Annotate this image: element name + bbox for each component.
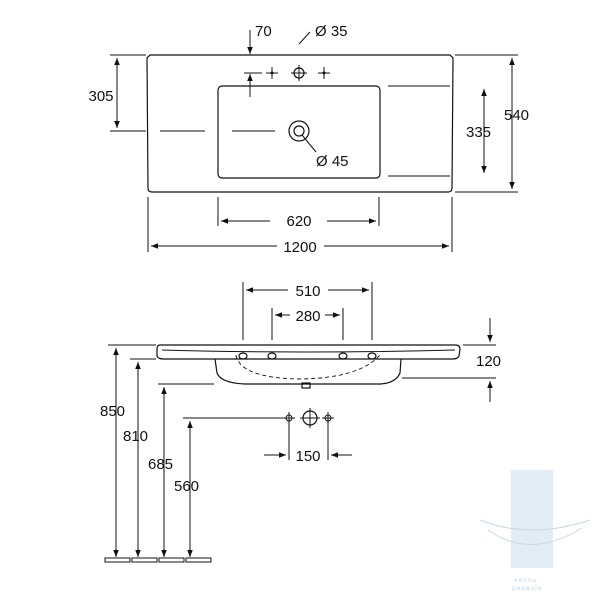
watermark-line1: vennu <box>514 577 538 584</box>
dim-540-label: 540 <box>504 107 529 124</box>
countertop-profile <box>156 344 461 360</box>
watermark-line2: pesaule <box>512 585 542 592</box>
tap-hole-center <box>291 65 307 81</box>
dim-1200-label: 1200 <box>283 239 316 256</box>
dim-850-label: 850 <box>100 403 125 420</box>
waste-fixing-center <box>300 408 320 428</box>
bowl-outline <box>217 85 381 179</box>
dim-810-label: 810 <box>123 428 148 445</box>
d35-leader <box>298 31 311 45</box>
dim-d45-label: Ø 45 <box>316 153 349 170</box>
dim-685-label: 685 <box>148 456 173 473</box>
tap-hole-profiles <box>238 352 377 360</box>
top-view: 70 Ø 35 305 540 335 Ø 45 620 1200 <box>88 23 529 256</box>
dim-305-label: 305 <box>88 88 113 105</box>
dim-70-label: 70 <box>255 23 272 40</box>
dim-620-label: 620 <box>286 213 311 230</box>
waste-fixing-left <box>283 412 295 424</box>
drain-stub <box>301 382 311 389</box>
basin-outline <box>146 54 454 193</box>
watermark: vennu pesaule <box>479 470 591 592</box>
tap-hole-left <box>266 67 278 79</box>
bowl-profile <box>214 358 402 385</box>
dim-150-label: 150 <box>295 448 320 465</box>
dim-335-label: 335 <box>466 124 491 141</box>
waste-fixing-right <box>322 412 334 424</box>
bowl-inner-dashed <box>235 354 381 380</box>
dim-560-label: 560 <box>174 478 199 495</box>
watermark-swoosh <box>479 519 591 531</box>
drain-outer <box>288 120 310 142</box>
side-view: 510 280 120 <box>100 282 501 563</box>
dim-120-label: 120 <box>476 353 501 370</box>
dim-d35-label: Ø 35 <box>315 23 348 40</box>
tap-hole-right <box>318 67 330 79</box>
drain-leader <box>301 134 317 153</box>
drain-inner <box>293 125 305 137</box>
dim-510-label: 510 <box>295 283 320 300</box>
countertop-inner-line <box>161 349 456 353</box>
watermark-swoosh-2 <box>487 527 583 545</box>
floor-blocks <box>104 557 212 563</box>
watermark-bar <box>511 470 553 568</box>
dim-280-label: 280 <box>295 308 320 325</box>
